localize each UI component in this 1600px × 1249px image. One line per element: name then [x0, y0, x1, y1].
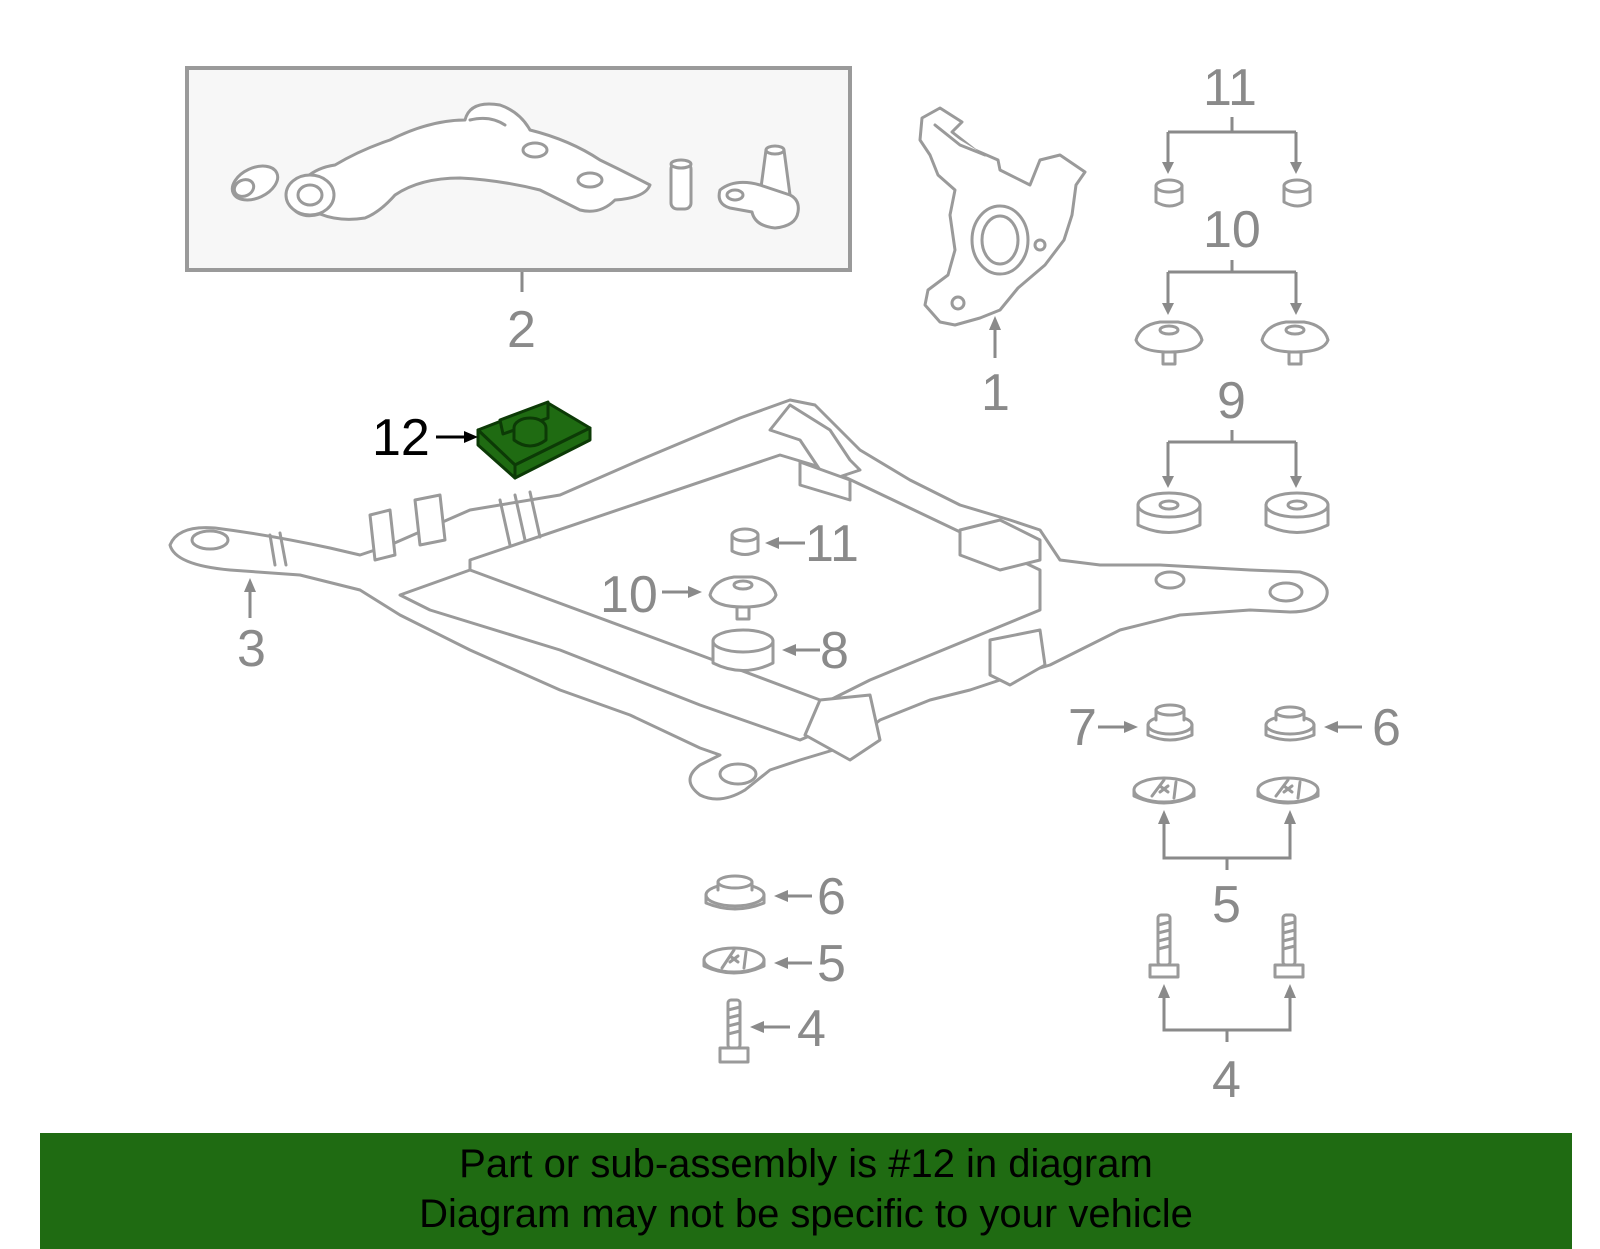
callout-4-center: 4	[797, 1000, 826, 1058]
part-9-group[interactable]: 9	[1136, 372, 1330, 534]
retainer-icon	[1132, 776, 1196, 805]
bushing-icon	[230, 164, 280, 202]
part-1-steering-knuckle[interactable]: 1	[918, 106, 1087, 422]
part-5-group-right[interactable]: 5	[1132, 776, 1320, 934]
bolt-icon	[718, 998, 750, 1064]
insulator-icon	[704, 874, 766, 911]
spacer-icon	[1154, 178, 1184, 208]
part-8[interactable]: 8	[711, 622, 849, 680]
banner-line-1: Part or sub-assembly is #12 in diagram	[459, 1142, 1153, 1186]
pin-icon	[669, 158, 693, 211]
retainer-icon	[702, 946, 766, 975]
part-2-control-arm-kit[interactable]: 2	[185, 66, 852, 359]
part-5-center[interactable]: 5	[702, 935, 846, 993]
cushion-icon	[1264, 491, 1330, 534]
callout-2: 2	[507, 301, 536, 359]
part-10-group-top[interactable]: 10	[1134, 201, 1330, 366]
retainer-icon	[1256, 776, 1320, 805]
insulator-icon	[1146, 703, 1194, 742]
cushion-icon	[711, 628, 775, 672]
info-banner: Part or sub-assembly is #12 in diagram D…	[40, 1133, 1572, 1249]
part-6-right[interactable]: 6	[1264, 699, 1401, 757]
callout-5-center: 5	[817, 935, 846, 993]
part-12-highlighted[interactable]: 12	[372, 400, 592, 480]
mount-icon	[1134, 320, 1204, 366]
banner-line-2: Diagram may not be specific to your vehi…	[419, 1192, 1193, 1236]
part-7[interactable]: 7	[1068, 699, 1194, 757]
bolt-icon	[1148, 913, 1180, 979]
mount-icon	[1260, 320, 1330, 366]
spacer-icon	[1282, 178, 1312, 208]
callout-12: 12	[372, 409, 430, 467]
callout-7: 7	[1068, 699, 1097, 757]
callout-8: 8	[820, 622, 849, 680]
callout-5-right: 5	[1212, 876, 1241, 934]
callout-4-right: 4	[1212, 1051, 1241, 1109]
callout-1: 1	[981, 364, 1010, 422]
cushion-icon	[1136, 491, 1202, 534]
ball-joint-icon	[717, 144, 800, 230]
callout-10-center: 10	[600, 566, 658, 624]
callout-11-center: 11	[805, 515, 859, 573]
insulator-icon	[1264, 705, 1316, 742]
callout-11-top: 11	[1203, 59, 1257, 117]
part-11-group-top[interactable]: 11	[1154, 59, 1312, 208]
part-11-center[interactable]: 11	[730, 515, 859, 573]
callout-6-center: 6	[817, 868, 846, 926]
control-arm-icon	[284, 102, 652, 221]
callout-3: 3	[237, 620, 266, 678]
spacer-icon	[730, 527, 760, 556]
bolt-icon	[1273, 913, 1305, 979]
part-10-center[interactable]: 10	[600, 566, 778, 624]
callout-10-top: 10	[1203, 201, 1261, 259]
mount-icon	[708, 575, 778, 621]
part-6-center[interactable]: 6	[704, 868, 846, 926]
callout-6-right: 6	[1372, 699, 1401, 757]
part-4-group-right[interactable]: 4	[1148, 913, 1305, 1109]
callout-9: 9	[1217, 372, 1246, 430]
part-4-center[interactable]: 4	[718, 998, 826, 1064]
